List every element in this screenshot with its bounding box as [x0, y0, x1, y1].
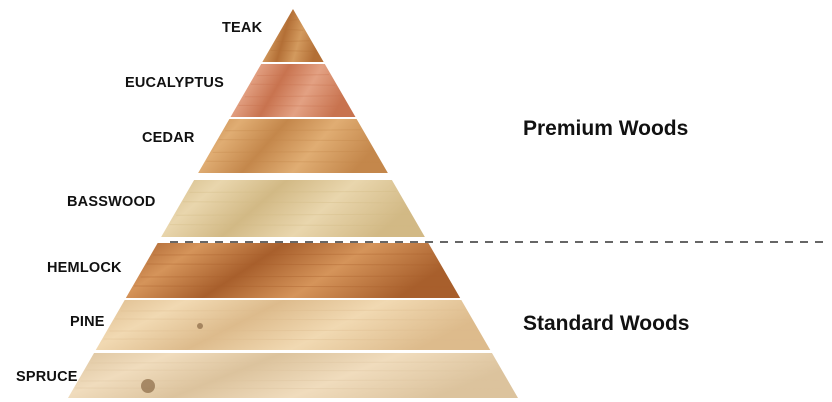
- tier-spruce: [68, 353, 518, 398]
- tier-label-teak: TEAK: [222, 20, 263, 36]
- tier-label-basswood: BASSWOOD: [67, 194, 156, 210]
- wood-knot: [197, 323, 203, 329]
- tier-teak: [262, 9, 324, 62]
- wood-knot: [141, 379, 155, 393]
- tier-grain-line: [276, 40, 310, 43]
- tier-grain-line: [238, 104, 348, 107]
- tier-grain-line: [282, 28, 304, 31]
- tier-grain-line: [182, 201, 404, 204]
- tier-grain-line: [257, 74, 329, 77]
- tier-grain-line: [288, 19, 298, 22]
- tier-grain-line: [206, 160, 380, 163]
- tier-label-eucalyptus: EUCALYPTUS: [125, 75, 224, 91]
- group-label-premium: Premium Woods: [523, 117, 689, 140]
- tier-grain-line: [270, 49, 316, 52]
- tier-pine: [95, 300, 491, 350]
- tier-grain-line: [250, 83, 336, 86]
- tier-grain-line: [146, 263, 440, 266]
- tier-eucalyptus: [230, 64, 356, 117]
- tier-label-spruce: SPRUCE: [16, 369, 78, 385]
- tier-cedar: [198, 119, 388, 173]
- tier-grain-line: [115, 318, 471, 321]
- tier-grain-line: [169, 224, 417, 227]
- group-label-standard: Standard Woods: [523, 312, 690, 335]
- tier-grain-line: [85, 369, 501, 372]
- tier-label-hemlock: HEMLOCK: [47, 260, 122, 276]
- tier-label-cedar: CEDAR: [142, 130, 195, 146]
- tier-grain-line: [109, 329, 477, 332]
- tier-label-pine: PINE: [70, 314, 105, 330]
- tier-grain-line: [244, 95, 342, 98]
- tier-grain-line: [140, 275, 446, 278]
- tier-grain-line: [218, 139, 368, 142]
- tier-hemlock: [125, 243, 461, 298]
- tier-grain-line: [189, 190, 397, 193]
- tier-grain-line: [103, 338, 483, 341]
- tier-basswood: [161, 180, 425, 237]
- tier-grain-line: [212, 150, 374, 153]
- tier-grain-line: [176, 213, 410, 216]
- tier-grain-line: [134, 285, 452, 288]
- tier-grain-line: [225, 129, 361, 132]
- tier-grain-line: [153, 253, 433, 256]
- tier-grain-line: [120, 309, 466, 312]
- tier-grain-line: [90, 361, 496, 364]
